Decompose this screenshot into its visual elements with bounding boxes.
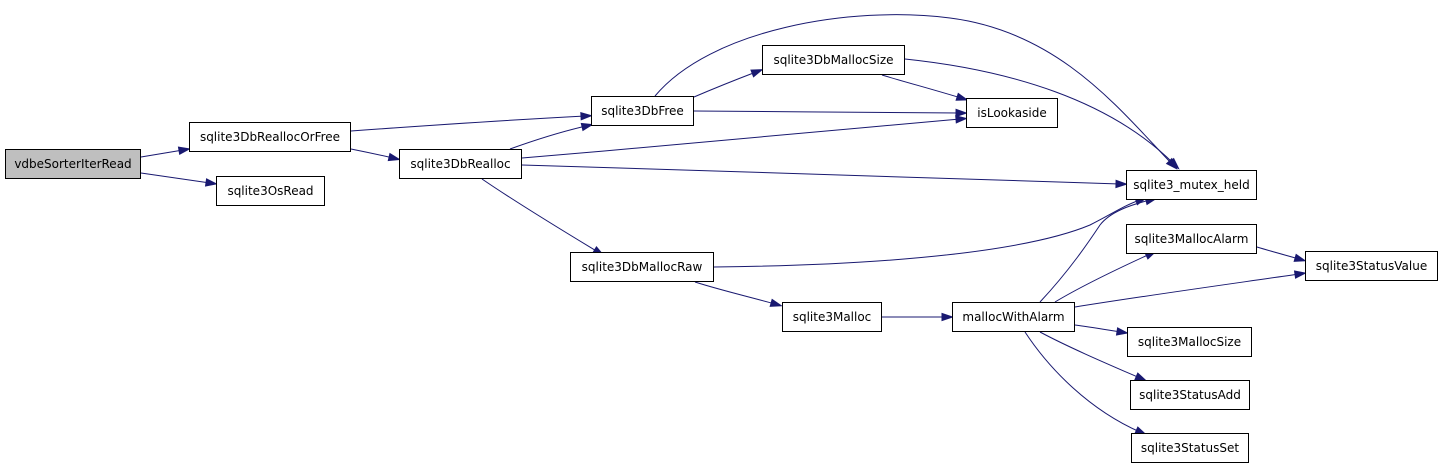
arrowhead bbox=[1293, 270, 1307, 279]
arrowhead bbox=[955, 92, 969, 101]
arrowhead bbox=[941, 312, 955, 322]
edge-mallocWithAlarm-to-sqlite3MallocSize bbox=[1074, 324, 1129, 336]
arrowhead bbox=[204, 178, 218, 187]
node-sqlite3DbRealloc[interactable]: sqlite3DbRealloc bbox=[399, 149, 522, 179]
edge-line bbox=[1024, 331, 1141, 433]
edge-sqlite3MallocAlarm-to-sqlite3StatusValue bbox=[1256, 246, 1307, 262]
arrowhead bbox=[769, 298, 783, 307]
edge-line bbox=[713, 199, 1141, 268]
edge-line bbox=[481, 178, 599, 253]
arrowhead bbox=[580, 111, 594, 121]
edge-line bbox=[140, 149, 184, 158]
arrowhead bbox=[955, 108, 969, 118]
node-sqlite3MallocAlarm[interactable]: sqlite3MallocAlarm bbox=[1126, 224, 1257, 254]
arrowhead bbox=[387, 152, 401, 162]
edge-line bbox=[509, 125, 587, 150]
arrowhead bbox=[955, 115, 969, 124]
edge-sqlite3DbFree-to-isLookaside bbox=[693, 108, 969, 118]
arrowhead bbox=[750, 69, 764, 78]
arrowhead bbox=[1167, 157, 1180, 170]
edge-line bbox=[693, 110, 961, 114]
edge-sqlite3DbRealloc-to-sqlite3DbFree bbox=[509, 122, 594, 150]
node-vdbeSorterIterRead: vdbeSorterIterRead bbox=[5, 149, 141, 179]
edge-sqlite3DbFree-to-sqlite3_mutex_held bbox=[654, 14, 1178, 170]
edge-sqlite3DbRealloc-to-sqlite3_mutex_held bbox=[521, 164, 1129, 189]
edge-mallocWithAlarm-to-sqlite3MallocAlarm bbox=[1054, 250, 1158, 303]
edge-sqlite3DbFree-to-sqlite3DbMallocSize bbox=[693, 69, 764, 98]
arrowhead bbox=[1115, 327, 1129, 336]
edge-sqlite3DbReallocOrFree-to-sqlite3DbFree bbox=[350, 111, 594, 132]
edge-vdbeSorterIterRead-to-sqlite3OsRead bbox=[140, 172, 218, 187]
edge-line bbox=[1256, 246, 1300, 260]
arrowhead bbox=[580, 122, 594, 132]
edge-line bbox=[350, 148, 394, 159]
edge-line bbox=[1074, 273, 1300, 308]
node-sqlite3OsRead[interactable]: sqlite3OsRead bbox=[216, 176, 325, 206]
edge-line bbox=[1039, 199, 1151, 303]
node-sqlite3StatusSet[interactable]: sqlite3StatusSet bbox=[1131, 433, 1249, 463]
node-isLookaside[interactable]: isLookaside bbox=[966, 98, 1058, 128]
node-mallocWithAlarm[interactable]: mallocWithAlarm bbox=[952, 302, 1075, 332]
arrowhead bbox=[177, 146, 191, 155]
node-sqlite3Malloc[interactable]: sqlite3Malloc bbox=[782, 302, 882, 332]
edge-sqlite3DbMallocSize-to-isLookaside bbox=[881, 74, 969, 101]
edge-line bbox=[350, 115, 586, 132]
edge-line bbox=[694, 281, 776, 305]
arrowhead bbox=[1115, 179, 1129, 189]
edge-sqlite3DbRealloc-to-isLookaside bbox=[521, 115, 969, 159]
edge-line bbox=[693, 71, 757, 98]
edge-line bbox=[521, 118, 961, 159]
edge-line bbox=[1074, 324, 1122, 333]
node-sqlite3_mutex_held[interactable]: sqlite3_mutex_held bbox=[1126, 170, 1257, 200]
node-sqlite3DbFree[interactable]: sqlite3DbFree bbox=[591, 96, 694, 126]
edge-line bbox=[1054, 253, 1151, 303]
edge-sqlite3Malloc-to-mallocWithAlarm bbox=[882, 312, 955, 322]
edge-line bbox=[140, 172, 211, 184]
edge-sqlite3DbRealloc-to-sqlite3DbMallocRaw bbox=[481, 178, 605, 257]
arrowhead bbox=[1293, 253, 1307, 262]
edge-sqlite3DbReallocOrFree-to-sqlite3DbRealloc bbox=[350, 148, 401, 162]
edge-sqlite3DbMallocSize-to-sqlite3_mutex_held bbox=[904, 58, 1180, 170]
edge-mallocWithAlarm-to-sqlite3StatusSet bbox=[1024, 331, 1148, 436]
edge-line bbox=[654, 14, 1173, 165]
edge-line bbox=[881, 74, 962, 99]
edge-vdbeSorterIterRead-to-sqlite3DbReallocOrFree bbox=[140, 146, 191, 158]
node-sqlite3StatusAdd[interactable]: sqlite3StatusAdd bbox=[1130, 380, 1250, 410]
node-sqlite3DbMallocSize[interactable]: sqlite3DbMallocSize bbox=[762, 45, 905, 75]
node-sqlite3StatusValue[interactable]: sqlite3StatusValue bbox=[1305, 251, 1438, 281]
edge-line bbox=[521, 164, 1121, 185]
node-sqlite3DbReallocOrFree[interactable]: sqlite3DbReallocOrFree bbox=[189, 122, 351, 152]
node-sqlite3DbMallocRaw[interactable]: sqlite3DbMallocRaw bbox=[570, 252, 714, 282]
edge-sqlite3DbMallocRaw-to-sqlite3Malloc bbox=[694, 281, 783, 307]
edge-mallocWithAlarm-to-sqlite3StatusValue bbox=[1074, 270, 1307, 308]
edge-sqlite3DbMallocRaw-to-sqlite3_mutex_held bbox=[713, 197, 1148, 268]
edge-line bbox=[1039, 331, 1141, 379]
edge-line bbox=[904, 58, 1175, 165]
node-sqlite3MallocSize[interactable]: sqlite3MallocSize bbox=[1127, 327, 1252, 357]
